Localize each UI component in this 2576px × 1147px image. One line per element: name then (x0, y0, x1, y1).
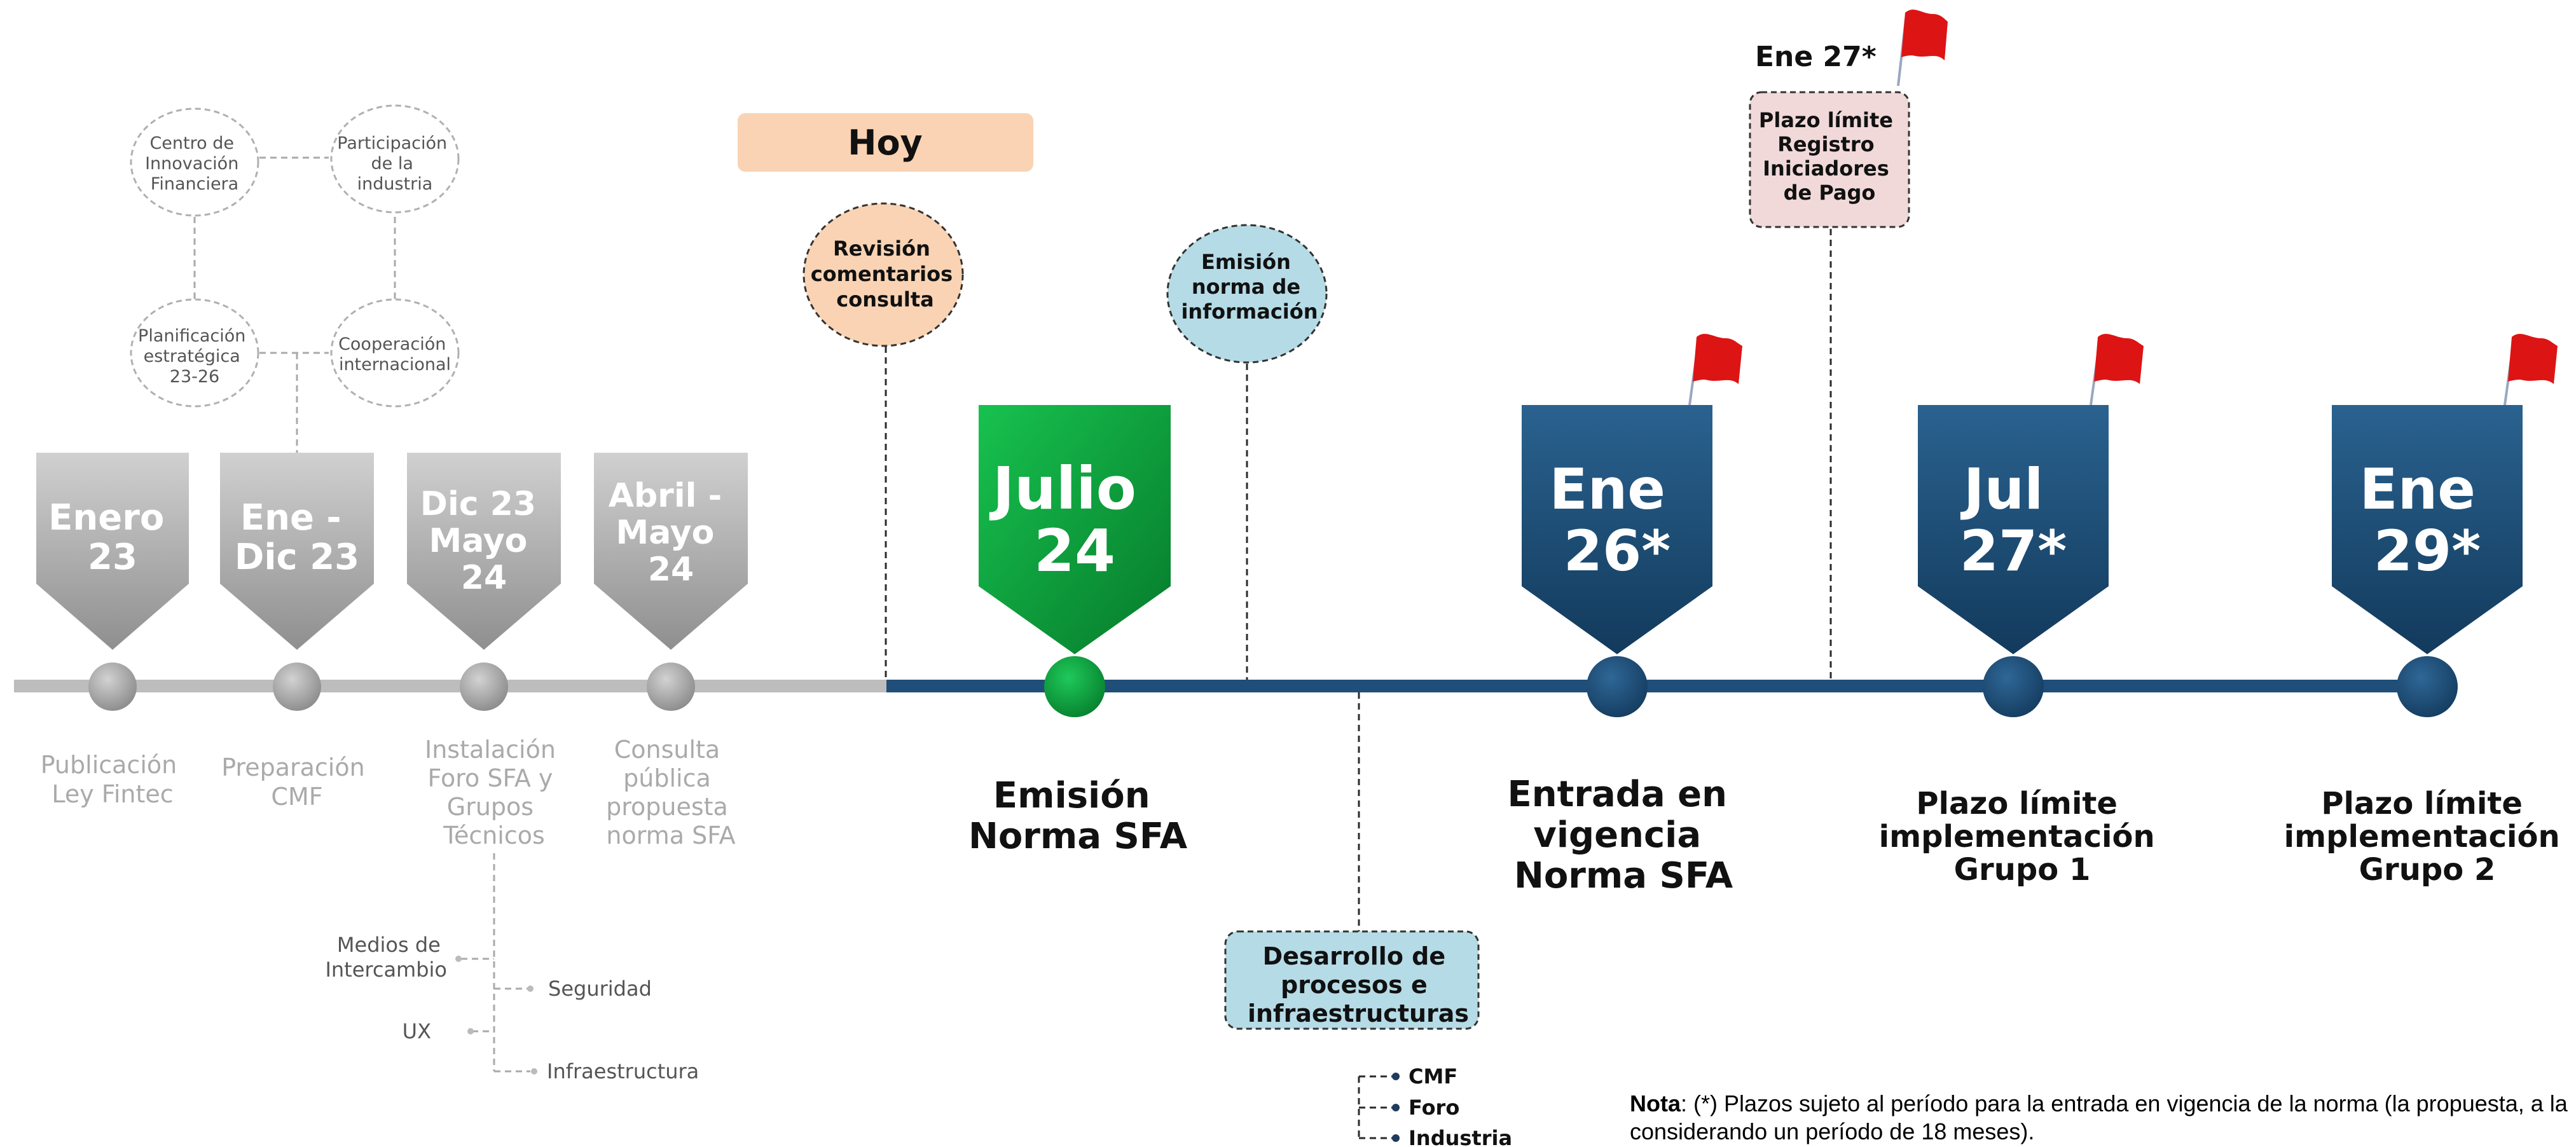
milestone-past-1: Enero 23 Publicación Ley Fintec (36, 453, 189, 808)
cmf-circle-1: Centro de Innovación Financiera (130, 107, 259, 217)
flag-icon (2094, 334, 2144, 384)
timeline-axis-past (14, 680, 886, 692)
svg-text:Preparación CMF: Preparación CMF (221, 753, 373, 811)
svg-text:Cooperación internaciona: Cooperación internacional (338, 334, 451, 374)
milestone-future-3: Ene 29* Plazo límite implementación Grup… (2284, 334, 2571, 888)
svg-text:Centro de Innovación: Centro de Innovación Financiera (145, 134, 244, 194)
svg-text:Medios de Intercambio: Medios de Intercambio (325, 933, 447, 982)
svg-text:Julio 24: Julio 24 (989, 455, 1157, 585)
registro-milestone: Ene 27* Plazo límite Registro Iniciadore… (1749, 10, 1948, 228)
svg-text:Plazo límite implementac: Plazo límite implementación Grupo 1 (1879, 786, 2166, 888)
future-connectors (885, 229, 1832, 1139)
svg-text:Planificación estratégic: Planificación estratégica 23-26 (138, 326, 251, 387)
svg-text:Desarrollo de procesos e: Desarrollo de procesos e infraestructura… (1248, 942, 1469, 1027)
milestone-past-4: Abril - Mayo 24 Consulta pública propues… (594, 453, 748, 849)
svg-text:Jul 27*: Jul 27* (1960, 457, 2067, 584)
svg-text:Enero 23: Enero 23 (48, 497, 177, 578)
foro-groups: Medios de Intercambio Seguridad UX Infra… (325, 933, 699, 1083)
svg-text:Participación de la: Participación de la industria (337, 134, 452, 194)
svg-text:Emisión Norma SFA: Emisión Norma SFA (968, 775, 1188, 857)
svg-text:CMF: CMF (1409, 1064, 1457, 1089)
bubble-emision-informacion: Emisión norma de información (1166, 224, 1328, 364)
flag-icon (1693, 334, 1742, 384)
footnote-line-1: Nota: (*) Plazos sujeto al período para … (1630, 1090, 2571, 1118)
footnote-line-2: considerando un período de 18 meses). (1630, 1118, 2035, 1144)
svg-text:Plazo límite Registro: Plazo límite Registro Iniciadores de Pag… (1759, 108, 1900, 205)
desarrollo-box: Desarrollo de procesos e infraestructura… (1224, 930, 1480, 1030)
svg-text:Instalación Foro SFA y: Instalación Foro SFA y Grupos Técnicos (425, 736, 563, 849)
svg-text:Entrada en vigencia: Entrada en vigencia Norma SFA (1507, 774, 1739, 896)
svg-text:Seguridad: Seguridad (548, 977, 652, 1001)
milestone-past-3: Dic 23 Mayo 24 Instalación Foro SFA y Gr… (407, 453, 563, 849)
flag-icon (1901, 10, 1948, 61)
milestone-past-2: Ene - Dic 23 Preparación CMF (220, 453, 374, 811)
svg-text:Dic 23 Mayo 24: Dic 23 Mayo 24 (420, 485, 548, 597)
milestone-current: Julio 24 Emisión Norma SFA (968, 405, 1188, 857)
svg-text:Infraestructura: Infraestructura (547, 1059, 699, 1083)
svg-text:Ene 27*: Ene 27* (1755, 41, 1877, 73)
svg-text:Consulta pública p: Consulta pública propuesta norma SFA (606, 736, 736, 849)
desarrollo-items: CMF Foro Industria (1392, 1064, 1512, 1147)
cmf-circle-4: Cooperación internacional (330, 298, 460, 408)
svg-text:Ene 29*: Ene 29* (2359, 457, 2495, 584)
svg-text:Abril - Mayo 24: Abril - Mayo 24 (609, 477, 734, 589)
milestone-future-2: Jul 27* Plazo límite implementación Grup… (1879, 334, 2166, 888)
bubble-revision: Revisión comentarios consulta (802, 202, 964, 347)
timeline-axis-future (886, 680, 2419, 692)
svg-text:UX: UX (403, 1019, 431, 1043)
svg-text:Foro: Foro (1409, 1095, 1459, 1120)
svg-text:Ene 26*: Ene 26* (1549, 457, 1684, 584)
cmf-circle-2: Participación de la industria (330, 104, 460, 214)
milestone-future-1: Ene 26* Entrada en vigencia Norma SFA (1507, 334, 1742, 896)
svg-text:Emisión norma de i: Emisión norma de información (1181, 250, 1318, 324)
svg-text:Ene - Dic 23: Ene - Dic 23 (235, 497, 359, 578)
today-label: Hoy (848, 123, 923, 163)
footnote-text-1: : (*) Plazos sujeto al período para la e… (1681, 1090, 2571, 1116)
flag-icon (2508, 334, 2558, 384)
footnote-label: Nota (1630, 1090, 1681, 1116)
svg-text:Industria: Industria (1409, 1126, 1512, 1147)
svg-text:Plazo límite implementac: Plazo límite implementación Grupo 2 (2284, 786, 2571, 888)
cmf-circle-3: Planificación estratégica 23-26 (130, 298, 259, 408)
svg-text:Revisión comentarios: Revisión comentarios consulta (811, 237, 960, 312)
today-box (738, 113, 1033, 172)
footnote: Nota: (*) Plazos sujeto al período para … (1630, 1090, 2571, 1146)
svg-text:Publicación Ley Fintec: Publicación Ley Fintec (41, 751, 185, 808)
